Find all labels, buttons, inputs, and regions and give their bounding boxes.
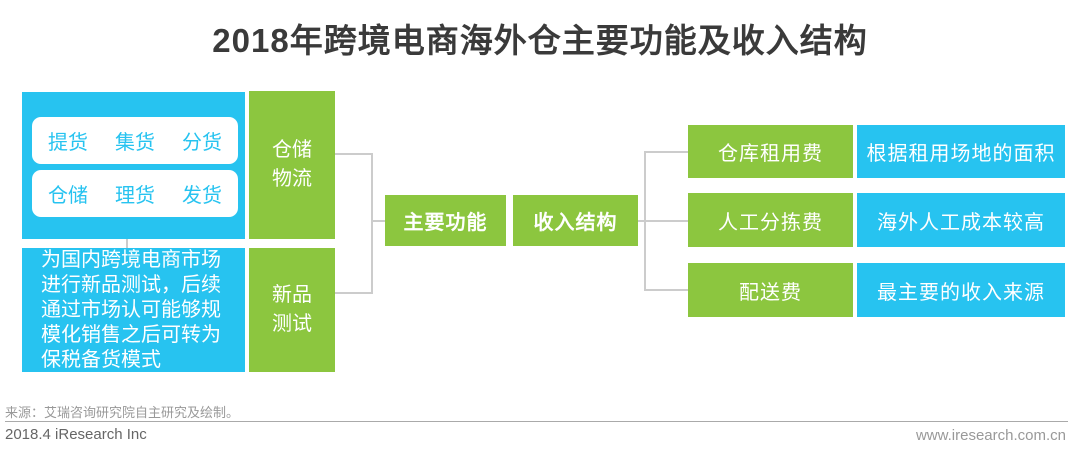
warehouse-line-1: 仓储	[272, 139, 312, 161]
new-product-line-2: 测试	[272, 313, 312, 335]
tag-pickup: 提货	[48, 132, 88, 154]
warehouse-logistics-text: 仓储 物流	[272, 136, 312, 194]
fee-manual-sorting: 人工分拣费	[688, 193, 853, 247]
new-product-testing-label: 新品 测试	[249, 248, 335, 372]
warehouse-line-2: 物流	[272, 168, 312, 190]
tag-shipping: 发货	[182, 185, 222, 207]
connector-branch-delivery	[644, 289, 688, 291]
tag-row-1: 提货 集货 分货	[32, 117, 238, 164]
connector-branch-rent	[644, 151, 688, 153]
new-product-line-1: 新品	[272, 284, 312, 306]
connector-warehouse-to-bracket	[335, 153, 373, 155]
footer-date-company: 2018.4 iResearch Inc	[5, 426, 147, 443]
connector-bracket-to-mainfunctions	[371, 220, 385, 222]
footer-website: www.iresearch.com.cn	[915, 427, 1066, 444]
note-manual-sorting: 海外人工成本较高	[857, 193, 1065, 247]
fee-delivery: 配送费	[688, 263, 853, 317]
note-delivery: 最主要的收入来源	[857, 263, 1065, 317]
page-title: 2018年跨境电商海外仓主要功能及收入结构	[212, 22, 868, 59]
tag-tallying: 理货	[115, 185, 155, 207]
new-product-testing-text: 新品 测试	[272, 281, 312, 339]
connector-branch-sorting	[644, 220, 688, 222]
footer-divider	[5, 421, 1068, 422]
warehouse-logistics-label: 仓储 物流	[249, 91, 335, 239]
connector-left-bracket-vertical	[371, 153, 373, 294]
tag-warehousing: 仓储	[48, 185, 88, 207]
revenue-structure-node: 收入结构	[513, 195, 638, 246]
fee-warehouse-rent: 仓库租用费	[688, 125, 853, 178]
tag-consolidation: 集货	[115, 132, 155, 154]
source-note: 来源：艾瑞咨询研究院自主研究及绘制。	[5, 405, 240, 420]
function-tags-panel: 提货 集货 分货 仓储 理货 发货	[22, 92, 245, 239]
main-functions-node: 主要功能	[385, 195, 506, 246]
connector-left-boxes-tick	[126, 238, 128, 248]
connector-newproduct-to-bracket	[335, 292, 373, 294]
tag-row-2: 仓储 理货 发货	[32, 170, 238, 217]
connector-revenue-to-bracket	[638, 220, 646, 222]
new-product-description: 为国内跨境电商市场进行新品测试，后续通过市场认可能够规模化销售之后可转为保税备货…	[22, 248, 245, 372]
note-warehouse-rent: 根据租用场地的面积	[857, 125, 1065, 178]
tag-distribution: 分货	[182, 132, 222, 154]
